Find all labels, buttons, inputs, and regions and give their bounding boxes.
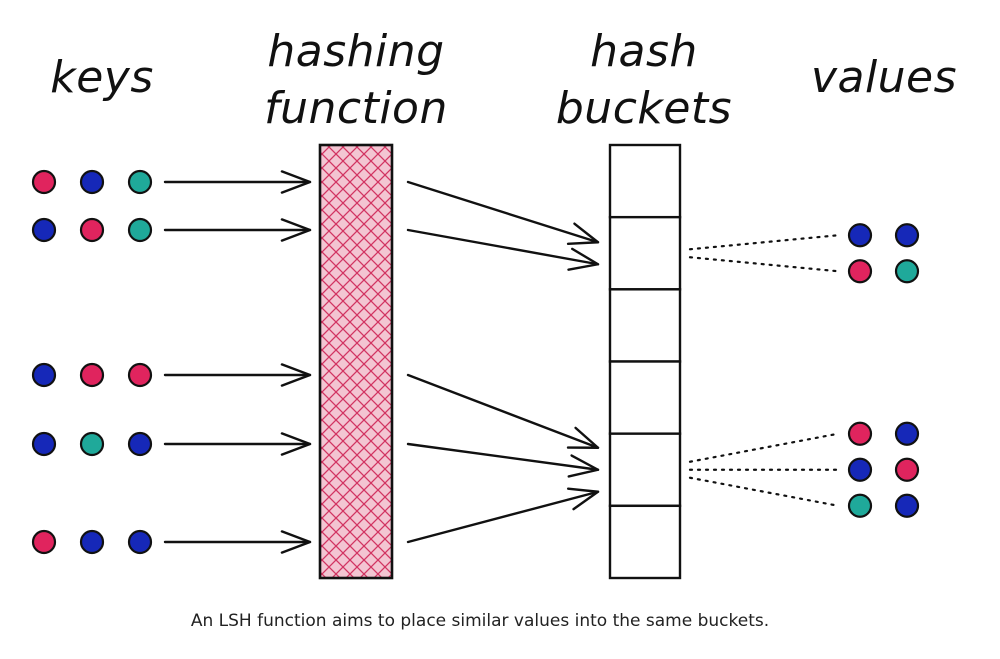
key-dot-teal bbox=[127, 217, 153, 243]
key-dot-teal bbox=[127, 169, 153, 195]
key-row bbox=[31, 169, 153, 195]
key-row bbox=[31, 431, 153, 457]
hash-buckets-group bbox=[608, 143, 682, 580]
value-dot-red bbox=[894, 457, 920, 482]
value-lines-group bbox=[688, 234, 840, 507]
bucket-arrow-icon bbox=[406, 487, 600, 544]
value-dot-blue bbox=[894, 223, 920, 248]
bucket-value-group bbox=[847, 421, 920, 518]
value-dot-teal bbox=[894, 259, 920, 284]
key-dot-blue bbox=[31, 217, 57, 243]
key-dot-red bbox=[79, 217, 105, 243]
values-heading: values bbox=[811, 52, 957, 103]
value-link-line bbox=[688, 234, 840, 251]
key-dot-teal bbox=[79, 431, 105, 457]
hash-bucket bbox=[608, 215, 682, 291]
hash-buckets-heading-line1: hash bbox=[590, 26, 698, 77]
hashing-function-bar bbox=[318, 143, 394, 580]
bucket-arrow-icon bbox=[406, 373, 600, 449]
key-arrows-group bbox=[163, 170, 312, 554]
hash-bucket bbox=[608, 432, 682, 508]
hashing-function-heading: hashing function bbox=[264, 26, 448, 134]
value-link-line bbox=[688, 476, 840, 507]
key-dot-blue bbox=[127, 529, 153, 555]
key-dot-blue bbox=[31, 431, 57, 457]
key-row bbox=[31, 362, 153, 388]
key-arrow-icon bbox=[163, 218, 312, 242]
bucket-arrow-icon bbox=[406, 228, 600, 271]
hashing-heading-line1: hashing bbox=[267, 26, 444, 77]
value-dot-blue bbox=[894, 421, 920, 446]
hash-bucket bbox=[608, 288, 682, 363]
keys-heading: keys bbox=[50, 52, 154, 103]
key-row bbox=[31, 217, 153, 243]
value-dot-teal bbox=[847, 493, 873, 518]
hash-bucket bbox=[608, 143, 682, 219]
key-arrow-icon bbox=[163, 530, 312, 554]
key-row bbox=[31, 529, 153, 555]
hash-bucket bbox=[608, 504, 682, 580]
hash-bucket bbox=[608, 360, 682, 435]
caption: An LSH function aims to place similar va… bbox=[191, 611, 769, 631]
key-dot-blue bbox=[127, 431, 153, 457]
key-dot-red bbox=[31, 529, 57, 555]
hash-buckets-heading-line2: buckets bbox=[556, 83, 732, 134]
value-link-line bbox=[688, 432, 840, 463]
bucket-arrow-icon bbox=[406, 442, 600, 478]
key-dot-blue bbox=[31, 362, 57, 388]
keys-group bbox=[31, 169, 153, 555]
key-dot-blue bbox=[79, 169, 105, 195]
value-dot-blue bbox=[847, 223, 873, 248]
key-arrow-icon bbox=[163, 432, 312, 456]
key-dot-red bbox=[127, 362, 153, 388]
bucket-arrows-group bbox=[406, 180, 600, 544]
key-dot-red bbox=[31, 169, 57, 195]
hash-buckets-heading: hash buckets bbox=[556, 26, 732, 134]
value-dot-blue bbox=[847, 457, 873, 482]
value-link-line bbox=[688, 256, 840, 273]
key-dot-red bbox=[79, 362, 105, 388]
value-dot-blue bbox=[894, 493, 920, 518]
bucket-arrow-icon bbox=[406, 180, 600, 246]
values-group bbox=[847, 223, 920, 518]
key-dot-blue bbox=[79, 529, 105, 555]
key-arrow-icon bbox=[163, 363, 312, 387]
bucket-value-group bbox=[847, 223, 920, 284]
value-dot-red bbox=[847, 421, 873, 446]
value-dot-red bbox=[847, 259, 873, 284]
hashing-heading-line2: function bbox=[264, 83, 448, 134]
key-arrow-icon bbox=[163, 170, 312, 194]
